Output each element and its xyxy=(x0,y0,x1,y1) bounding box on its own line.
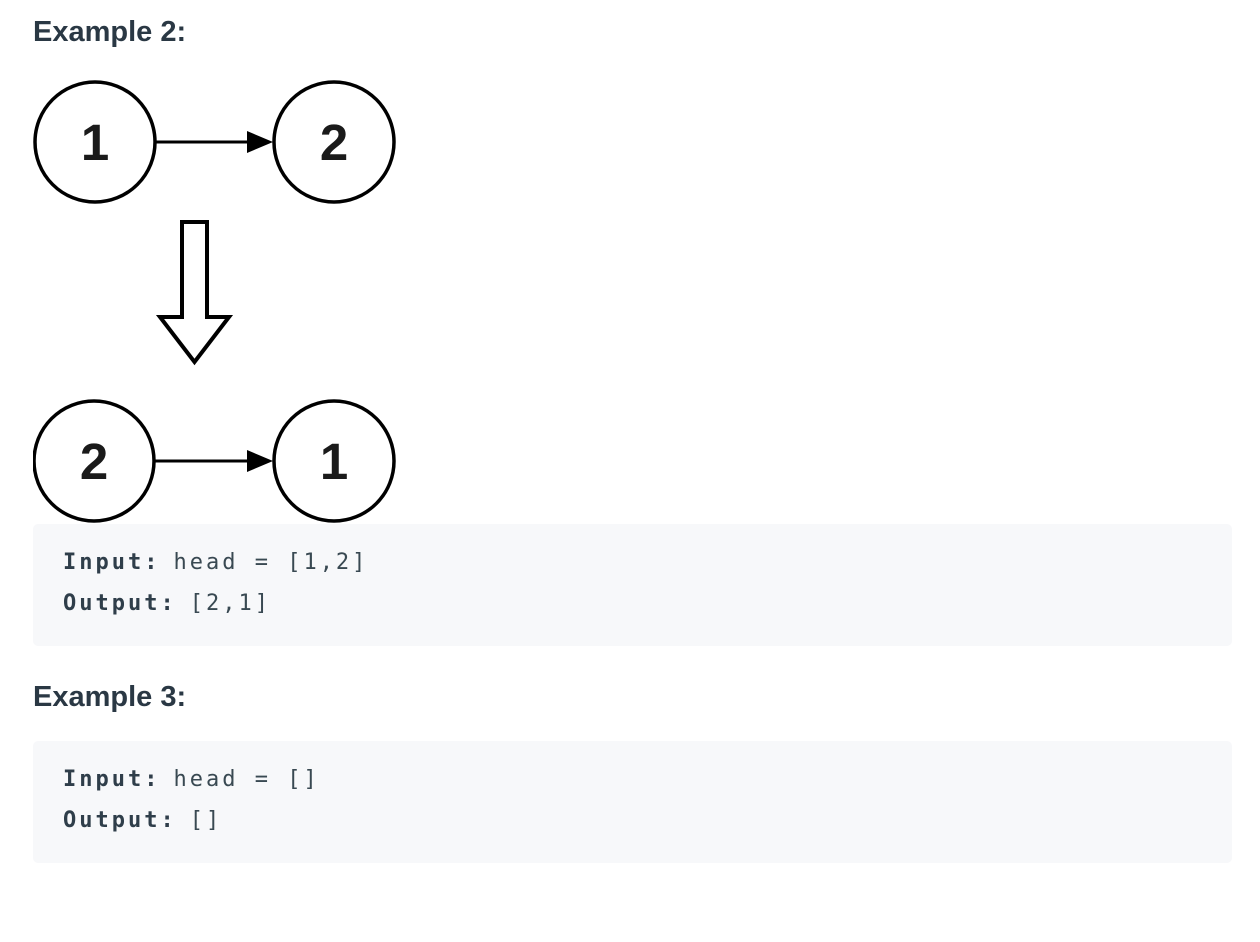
output-label: Output: xyxy=(63,808,177,833)
next-pointer-arrow-icon xyxy=(156,131,273,153)
list-node-circle xyxy=(33,80,157,204)
node-value: 2 xyxy=(320,114,348,171)
list-node-circle xyxy=(272,80,396,204)
next-pointer-arrow-icon xyxy=(155,450,273,472)
node-value: 2 xyxy=(80,433,108,490)
input-value: head = [] xyxy=(173,767,320,792)
output-line: Output: [] xyxy=(63,800,1202,841)
input-line: Input: head = [] xyxy=(63,759,1202,800)
linked-list-reversal-diagram: 1 2 2 1 xyxy=(33,80,396,523)
list-node-circle xyxy=(272,399,396,523)
node-value: 1 xyxy=(320,433,348,490)
example-3-io-block: Input: head = [] Output: [] xyxy=(33,741,1232,863)
linked-list-before: 1 2 xyxy=(33,80,396,204)
input-label: Input: xyxy=(63,767,161,792)
input-line: Input: head = [1,2] xyxy=(63,542,1202,583)
example-2-io-block: Input: head = [1,2] Output: [2,1] xyxy=(33,524,1232,646)
output-line: Output: [2,1] xyxy=(63,583,1202,624)
output-label: Output: xyxy=(63,591,177,616)
down-arrow-icon xyxy=(155,220,234,366)
input-value: head = [1,2] xyxy=(173,550,369,575)
output-value: [] xyxy=(189,808,223,833)
output-value: [2,1] xyxy=(189,591,271,616)
input-label: Input: xyxy=(63,550,161,575)
linked-list-after: 2 1 xyxy=(33,399,396,523)
example-2-heading: Example 2: xyxy=(33,16,187,48)
example-3-heading: Example 3: xyxy=(33,681,187,713)
node-value: 1 xyxy=(81,114,109,171)
list-node-circle xyxy=(33,399,156,523)
